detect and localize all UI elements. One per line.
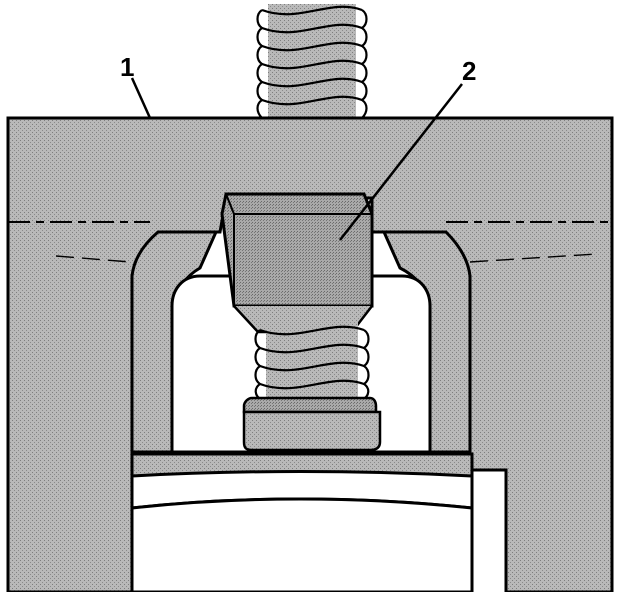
upper-threaded-rod	[256, 4, 368, 119]
callout-2-label: 2	[462, 56, 476, 86]
workpiece	[130, 452, 474, 592]
nut-block	[220, 192, 374, 334]
lower-threaded-rod	[254, 322, 370, 401]
foot-pad	[242, 396, 382, 452]
leader-lines	[130, 77, 463, 241]
callout-1-label: 1	[120, 52, 134, 82]
